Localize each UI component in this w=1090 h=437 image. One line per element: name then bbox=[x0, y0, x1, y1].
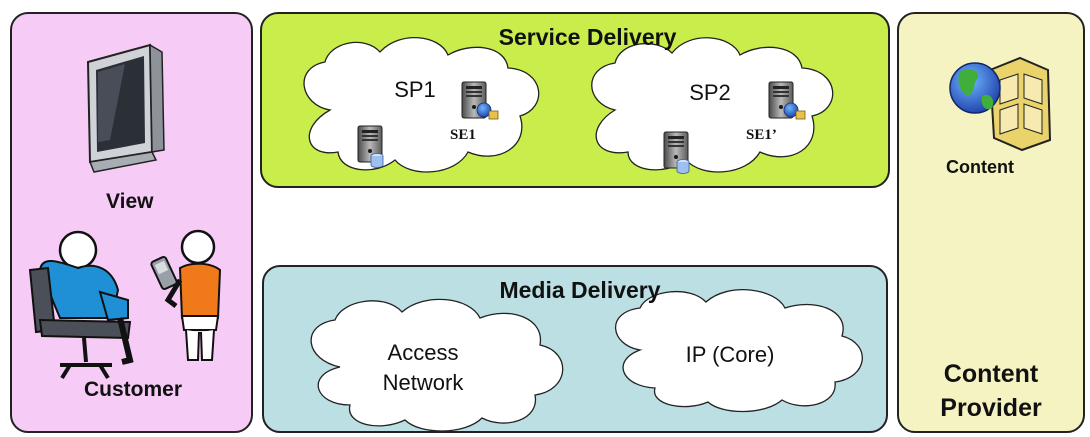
content-provider-panel bbox=[897, 12, 1085, 433]
service-delivery-title: Service Delivery bbox=[498, 24, 677, 50]
mobile-user-icon bbox=[150, 229, 222, 361]
database-server-icon bbox=[663, 131, 690, 174]
content-provider-line2: Provider bbox=[940, 394, 1042, 422]
media-delivery-title: Media Delivery bbox=[499, 277, 661, 303]
se1-label: SE1 bbox=[450, 127, 476, 143]
sp2-cloud bbox=[591, 37, 834, 173]
view-label: View bbox=[106, 190, 154, 213]
content-label: Content bbox=[946, 157, 1014, 177]
se1-prime-label: SE1’ bbox=[746, 127, 777, 143]
server-icon bbox=[768, 81, 806, 120]
access-network-label: Access Network bbox=[368, 338, 478, 398]
sp2-label: SP2 bbox=[689, 80, 731, 105]
content-provider-line1: Content bbox=[943, 360, 1039, 388]
seated-user-icon bbox=[28, 230, 134, 380]
content-provider-label: Content Provider bbox=[900, 357, 1082, 425]
access-network-line1: Access bbox=[387, 340, 459, 365]
server-icon bbox=[461, 81, 499, 120]
ip-core-label: IP (Core) bbox=[685, 342, 775, 367]
sp1-label: SP1 bbox=[394, 77, 436, 102]
monitor-icon bbox=[86, 43, 165, 173]
content-globe-icon bbox=[949, 56, 1052, 152]
ip-core-cloud bbox=[614, 289, 863, 413]
access-network-line2: Network bbox=[382, 370, 464, 395]
access-network-cloud bbox=[310, 298, 564, 432]
customer-label: Customer bbox=[84, 378, 183, 401]
database-server-icon bbox=[357, 125, 384, 168]
